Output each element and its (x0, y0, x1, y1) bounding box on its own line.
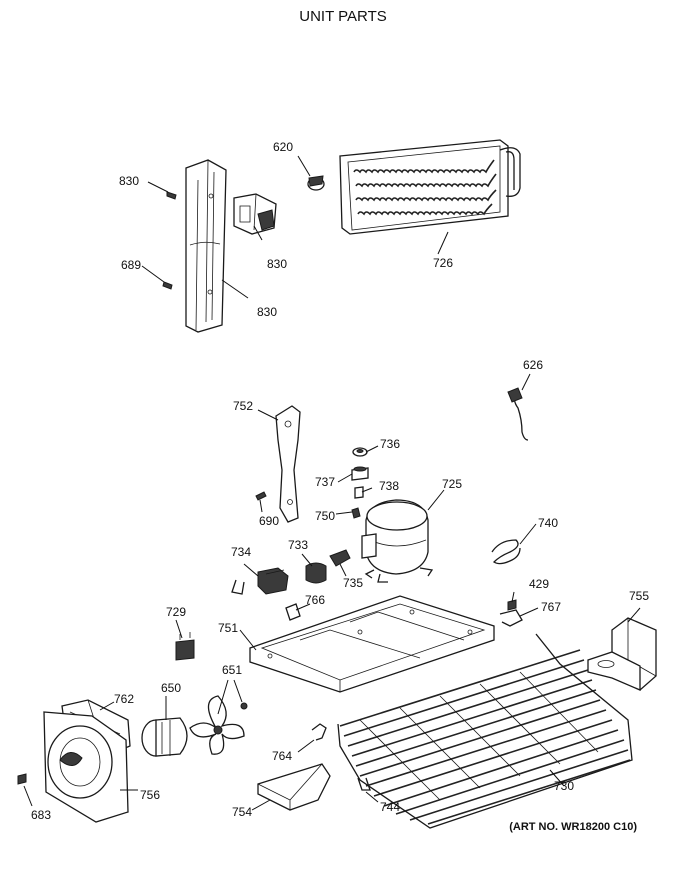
callout-683: 683 (31, 808, 51, 822)
callout-733: 733 (288, 538, 308, 552)
callout-labels: 620 830 830 830 689 726 626 752 736 737 … (31, 140, 649, 822)
callout-650: 650 (161, 681, 181, 695)
part-767-clip (499, 609, 523, 627)
callout-744: 744 (380, 800, 400, 814)
part-737-grommet (351, 466, 369, 481)
callout-738: 738 (379, 479, 399, 493)
part-740-clip (491, 539, 521, 565)
part-726-evaporator (339, 139, 521, 235)
callout-755: 755 (629, 589, 649, 603)
callout-752: 752 (233, 399, 253, 413)
part-620-thermostat (307, 175, 325, 191)
callout-764: 764 (272, 749, 292, 763)
part-725-compressor (361, 499, 434, 583)
callout-726: 726 (433, 256, 453, 270)
callout-767: 767 (541, 600, 561, 614)
part-764-clip (311, 723, 327, 741)
part-734-relay (231, 567, 289, 595)
callout-651: 651 (222, 663, 242, 677)
callout-830-relay: 830 (267, 257, 287, 271)
part-730-condenser (337, 633, 633, 829)
part-690-screw (255, 491, 267, 501)
part-683-screw (17, 773, 27, 785)
callout-750: 750 (315, 509, 335, 523)
part-751-base-tray (249, 595, 495, 693)
callout-751: 751 (218, 621, 238, 635)
part-736-grommet (352, 447, 368, 457)
part-689-screw (162, 281, 173, 290)
part-738-sleeve (354, 486, 364, 499)
callout-754: 754 (232, 805, 252, 819)
callout-740: 740 (538, 516, 558, 530)
part-830-screw (166, 191, 177, 200)
callout-756: 756 (140, 788, 160, 802)
part-752-bracket (275, 405, 301, 523)
part-755-bracket (587, 617, 657, 691)
callout-736: 736 (380, 437, 400, 451)
part-729-capacitor (175, 632, 195, 661)
callout-729: 729 (166, 605, 186, 619)
part-756-fan-shroud (43, 711, 129, 823)
part-744-clip (357, 777, 371, 791)
part-650-fan-motor (141, 717, 188, 757)
part-733-overload (305, 562, 327, 584)
callout-735: 735 (343, 576, 363, 590)
part-735-clip (329, 549, 351, 567)
callout-690: 690 (259, 514, 279, 528)
page-title: UNIT PARTS (299, 8, 387, 25)
callout-830-screw: 830 (119, 174, 139, 188)
callout-737: 737 (315, 475, 335, 489)
callout-620: 620 (273, 140, 293, 154)
callout-725: 725 (442, 477, 462, 491)
part-830-relay-bracket (233, 193, 277, 235)
part-626-defrost-thermostat (507, 387, 529, 441)
callout-626: 626 (523, 358, 543, 372)
part-651-fan-blade (189, 695, 248, 755)
callout-762: 762 (114, 692, 134, 706)
callout-429: 429 (529, 577, 549, 591)
callout-leaders (23, 155, 641, 811)
callout-734: 734 (231, 545, 251, 559)
callout-830-bracket: 830 (257, 305, 277, 319)
callout-730: 730 (554, 779, 574, 793)
part-754-drain-pan (257, 763, 331, 811)
part-830-channel-bracket (185, 159, 227, 333)
callout-766: 766 (305, 593, 325, 607)
art-number: (ART NO. WR18200 C10) (509, 821, 637, 833)
part-750-screw (351, 507, 361, 519)
part-429-screw (507, 599, 517, 611)
callout-689: 689 (121, 258, 141, 272)
part-766-clip (285, 603, 301, 621)
